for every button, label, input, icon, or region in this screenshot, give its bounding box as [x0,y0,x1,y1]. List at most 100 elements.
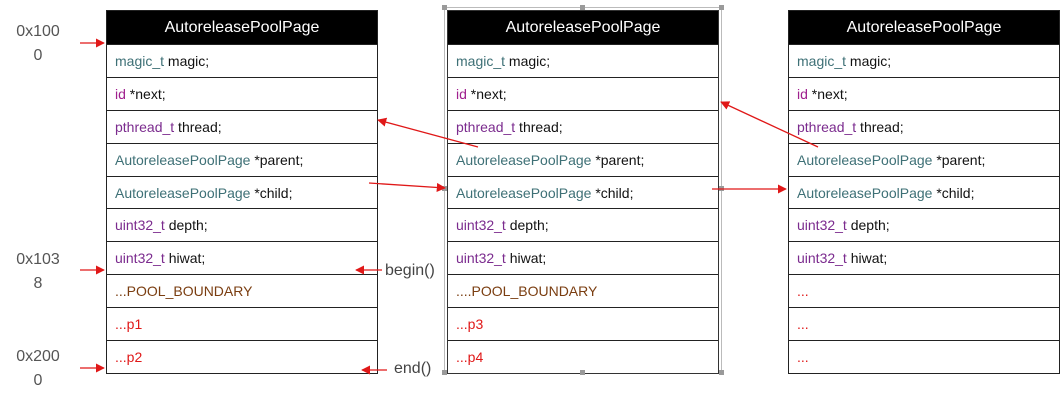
struct-field-row: ... [789,340,1059,373]
struct-field-row: AutoreleasePoolPage *child; [107,175,377,209]
field-text: thread; [515,118,563,135]
field-text: thread; [174,118,222,135]
address-label: 0x103 8 [16,251,60,292]
struct-field-row: magic_t magic; [448,44,718,77]
field-text: *next; [466,85,507,102]
field-text: AutoreleasePoolPage [456,151,592,168]
field-text: depth; [505,217,549,234]
field-text: *next; [807,85,848,102]
field-text: id [115,85,126,102]
struct-field-row: uint32_t depth; [448,208,718,241]
address-0x1000: 0x100 0 [8,20,68,68]
child-arrow-page1-to-page2 [368,182,446,193]
field-text: magic; [505,52,551,69]
struct-field-row: magic_t magic; [107,44,377,77]
struct-field-row: pthread_t thread; [107,109,377,143]
struct-field-row: AutoreleasePoolPage *parent; [789,142,1059,176]
field-text: ...p1 [115,316,143,333]
struct-field-row: uint32_t hiwat; [107,241,377,274]
autorelease-pool-page-2[interactable]: AutoreleasePoolPage magic_t magic;id *ne… [447,10,719,374]
resize-handle-bottom-left[interactable] [442,370,447,375]
struct-field-row: AutoreleasePoolPage *parent; [107,142,377,176]
struct-field-row: pthread_t thread; [448,109,718,143]
field-text: *child; [932,184,975,201]
field-text: pthread_t [456,118,516,135]
field-text: ....POOL_BOUNDARY [456,283,598,300]
field-text: depth; [846,217,890,234]
field-text: *parent; [250,151,304,168]
field-text: id [456,85,467,102]
field-text: ...p2 [115,348,143,365]
field-text: ...p4 [456,348,484,365]
field-text: AutoreleasePoolPage [115,151,251,168]
struct-field-row: ...p3 [448,307,718,340]
autorelease-pool-page-1: AutoreleasePoolPage magic_t magic;id *ne… [106,10,378,374]
autorelease-pool-page-3: AutoreleasePoolPage magic_t magic;id *ne… [788,10,1060,374]
field-text: AutoreleasePoolPage [797,184,933,201]
struct-field-row: AutoreleasePoolPage *child; [789,175,1059,209]
parent-arrow-page2-to-page1 [377,117,479,148]
field-text: ...POOL_BOUNDARY [115,283,253,300]
struct-field-row: ...p2 [107,340,377,373]
field-text: pthread_t [797,118,857,135]
field-text: pthread_t [115,118,175,135]
field-text: thread; [856,118,904,135]
field-text: *child; [250,184,293,201]
struct-field-row: ...POOL_BOUNDARY [107,274,377,307]
page-title: AutoreleasePoolPage [107,11,377,44]
struct-field-row: ...p4 [448,340,718,373]
page-title: AutoreleasePoolPage [448,11,718,44]
field-text: *parent; [591,151,645,168]
resize-handle-top-right[interactable] [719,5,724,10]
field-text: hiwat; [505,250,547,267]
struct-field-row: id *next; [107,76,377,110]
field-text: uint32_t [797,217,847,234]
field-text: magic_t [456,52,506,69]
struct-field-row: uint32_t depth; [107,208,377,241]
resize-handle-bottom-middle[interactable] [580,370,585,375]
struct-field-row: ....POOL_BOUNDARY [448,274,718,307]
page-title: AutoreleasePoolPage [789,11,1059,44]
field-text: AutoreleasePoolPage [456,184,592,201]
struct-field-row: AutoreleasePoolPage *child; [448,175,718,209]
field-text: magic_t [797,52,847,69]
resize-handle-top-middle[interactable] [580,5,585,10]
field-text: ...p3 [456,316,484,333]
field-text: hiwat; [846,250,888,267]
struct-field-row: ... [789,307,1059,340]
address-0x1038: 0x103 8 [8,248,68,296]
field-text: *parent; [932,151,986,168]
field-text: uint32_t [115,250,165,267]
field-text: AutoreleasePoolPage [797,151,933,168]
field-text: *next; [125,85,166,102]
struct-field-row: uint32_t hiwat; [789,241,1059,274]
struct-field-row: AutoreleasePoolPage *parent; [448,142,718,176]
resize-handle-bottom-right[interactable] [719,370,724,375]
struct-field-row: ... [789,274,1059,307]
field-text: AutoreleasePoolPage [115,184,251,201]
struct-field-row: id *next; [448,76,718,110]
struct-field-row: pthread_t thread; [789,109,1059,143]
field-text: magic; [164,52,210,69]
struct-field-row: id *next; [789,76,1059,110]
field-text: uint32_t [797,250,847,267]
begin-label: begin() [385,262,435,279]
field-text: magic_t [115,52,165,69]
resize-handle-top-left[interactable] [442,5,447,10]
field-text: ... [797,283,809,300]
field-text: ... [797,316,809,333]
field-text: hiwat; [164,250,206,267]
address-0x2000: 0x200 0 [8,345,68,393]
parent-arrow-page3-to-page2 [720,101,819,148]
field-text: magic; [846,52,892,69]
field-text: uint32_t [456,217,506,234]
field-text: uint32_t [115,217,165,234]
field-text: depth; [164,217,208,234]
struct-field-row: uint32_t depth; [789,208,1059,241]
address-label: 0x100 0 [16,23,60,64]
field-text: *child; [591,184,634,201]
end-label: end() [394,360,432,377]
struct-field-row: ...p1 [107,307,377,340]
struct-field-row: magic_t magic; [789,44,1059,77]
